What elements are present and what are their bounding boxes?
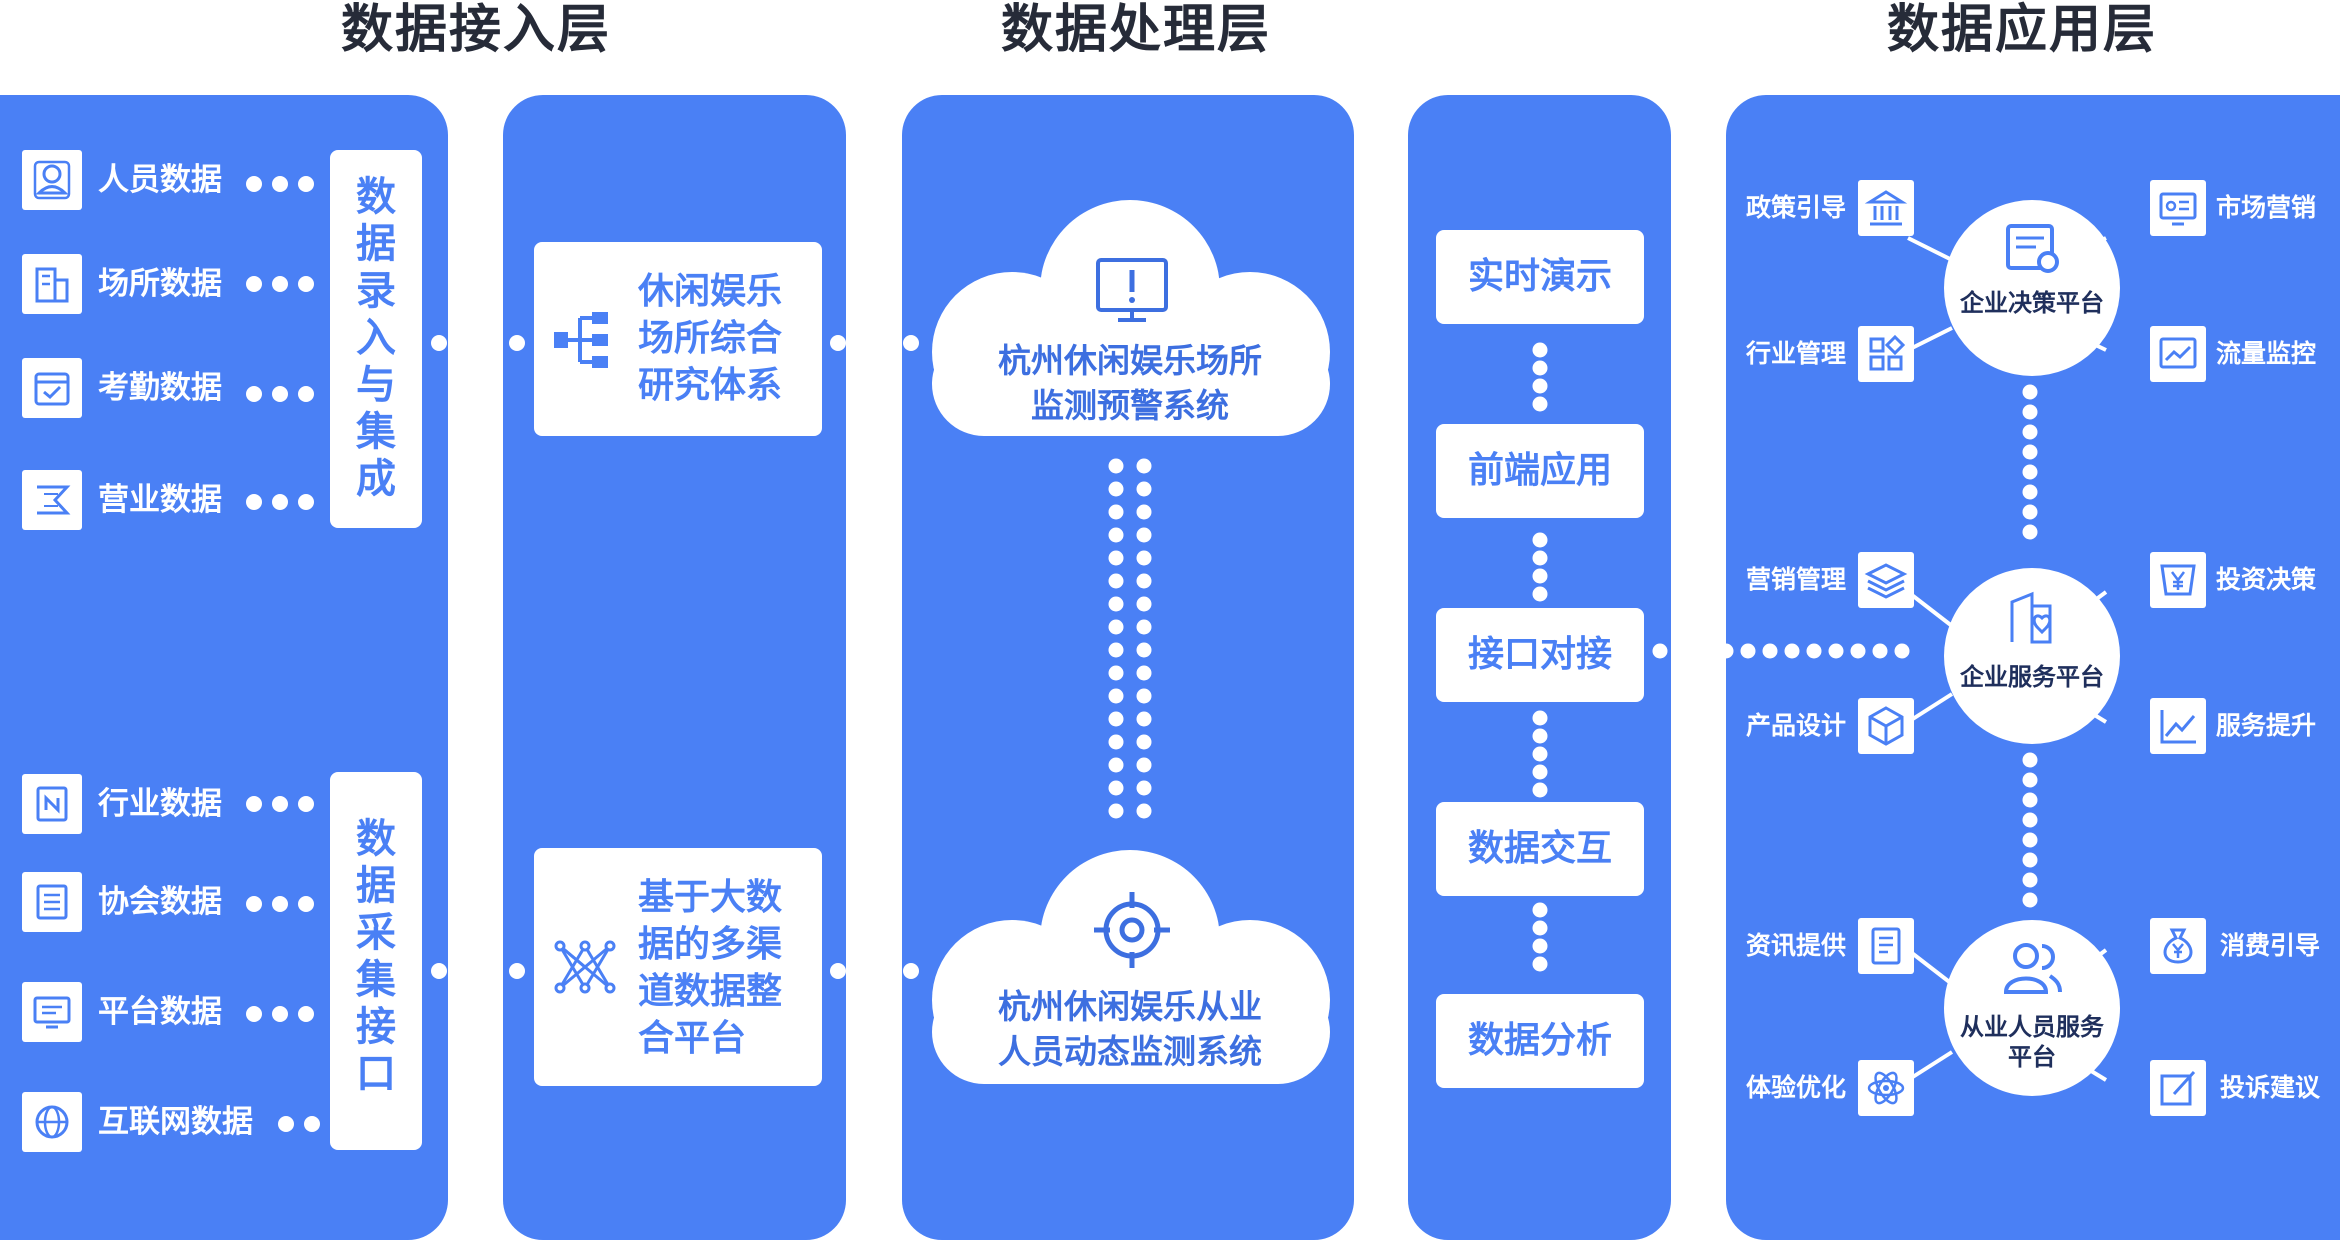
app-label: 营销管理 [1746, 565, 1847, 594]
trend-icon [2150, 326, 2206, 382]
app-label: 体验优化 [1746, 1073, 1847, 1102]
source-dots [246, 1006, 314, 1022]
bank-icon [1858, 180, 1914, 236]
app-label: 行业管理 [1746, 339, 1847, 368]
source-label: 平台数据 [98, 994, 222, 1030]
integration-platform-label: 基于大数 据的多渠 道数据整 合平台 [638, 877, 783, 1059]
source-row-internet: 互联网数据 [22, 1092, 322, 1152]
step-box: 前端应用 [1436, 424, 1644, 518]
source-row-funnel: 营业数据 [22, 470, 322, 530]
target-icon [1094, 892, 1170, 968]
screen-icon [2150, 180, 2206, 236]
hub-service: 企业服务平台 [1944, 568, 2120, 744]
hub-label: 从业人员服务 平台 [1960, 1013, 2104, 1071]
app-layer-title: 数据应用层 [1886, 0, 2157, 60]
globe-icon [22, 1092, 82, 1152]
funnel-icon [22, 470, 82, 530]
person-icon [22, 150, 82, 210]
source-label: 协会数据 [98, 884, 222, 920]
source-dots [246, 796, 314, 812]
app-label: 产品设计 [1746, 711, 1847, 740]
source-row-association: 协会数据 [22, 872, 322, 932]
hub-label: 企业服务平台 [1960, 663, 2104, 691]
cube-icon [1858, 698, 1914, 754]
integration-platform-box: 基于大数 据的多渠 道数据整 合平台 [534, 848, 822, 1086]
money-bag-icon [2150, 918, 2206, 974]
users-icon [2003, 943, 2062, 994]
source-dots [246, 494, 314, 510]
source-row-industry: 行业数据 [22, 774, 322, 834]
app-label: 政策引导 [1746, 193, 1847, 222]
network-icon [554, 940, 616, 994]
source-label: 场所数据 [98, 266, 222, 302]
source-dots [246, 896, 314, 912]
alert-monitor-icon [1096, 258, 1168, 322]
app-label: 市场营销 [2216, 193, 2317, 222]
app-label: 投诉建议 [2220, 1073, 2321, 1102]
source-row-person: 人员数据 [22, 150, 322, 210]
access-layer-title: 数据接入层 [340, 0, 611, 60]
app-label: 资讯提供 [1746, 931, 1847, 960]
source-dots [246, 386, 314, 402]
hub-label: 企业决策平台 [1960, 289, 2104, 317]
step-box: 数据交互 [1436, 802, 1644, 896]
app-label: 服务提升 [2216, 711, 2317, 740]
building-icon [22, 254, 82, 314]
atom-icon [1858, 1060, 1914, 1116]
source-dots [278, 1116, 320, 1132]
hierarchy-icon [554, 312, 608, 368]
grid-icon [1858, 326, 1914, 382]
source-row-platform: 平台数据 [22, 982, 322, 1042]
service-heart-icon [2010, 591, 2052, 644]
source-label: 互联网数据 [98, 1104, 253, 1140]
input-integration-label: 数据录入与集成 [356, 174, 396, 502]
staff-monitor-label: 杭州休闲娱乐从业 人员动态监测系统 [998, 987, 1262, 1071]
hub-staff: 从业人员服务 平台 [1944, 920, 2120, 1096]
certificate-icon [2006, 224, 2059, 273]
research-system-box: 休闲娱乐 场所综合 研究体系 [534, 242, 822, 436]
app-label: 投资决策 [2216, 565, 2317, 594]
step-box: 接口对接 [1436, 608, 1644, 702]
layers-icon [1858, 552, 1914, 608]
source-dots [246, 176, 314, 192]
collect-interface-label: 数据采集接口 [356, 816, 396, 1097]
calendar-check-icon [22, 358, 82, 418]
app-label: 流量监控 [2216, 339, 2317, 368]
source-dots [246, 276, 314, 292]
source-row-building: 场所数据 [22, 254, 322, 314]
source-label: 营业数据 [98, 482, 222, 518]
newspaper-icon [22, 872, 82, 932]
document-n-icon [22, 774, 82, 834]
research-system-label: 休闲娱乐 场所综合 研究体系 [638, 271, 783, 406]
step-box: 数据分析 [1436, 994, 1644, 1088]
venue-monitor-label: 杭州休闲娱乐场所 监测预警系统 [998, 341, 1262, 425]
source-label: 人员数据 [98, 162, 222, 198]
edit-icon [2150, 1060, 2206, 1116]
hub-decision: 企业决策平台 [1944, 200, 2120, 376]
input-integration-box: 数据录入与集成 [330, 150, 422, 528]
source-label: 考勤数据 [98, 370, 222, 406]
app-label: 消费引导 [2220, 931, 2321, 960]
monitor-icon [22, 982, 82, 1042]
source-row-calendar: 考勤数据 [22, 358, 322, 418]
doc-icon [1858, 918, 1914, 974]
step-box: 实时演示 [1436, 230, 1644, 324]
process-layer-title: 数据处理层 [1000, 0, 1271, 60]
yen-icon [2150, 552, 2206, 608]
source-label: 行业数据 [98, 786, 222, 822]
chart-icon [2150, 698, 2206, 754]
collect-interface-box: 数据采集接口 [330, 772, 422, 1150]
